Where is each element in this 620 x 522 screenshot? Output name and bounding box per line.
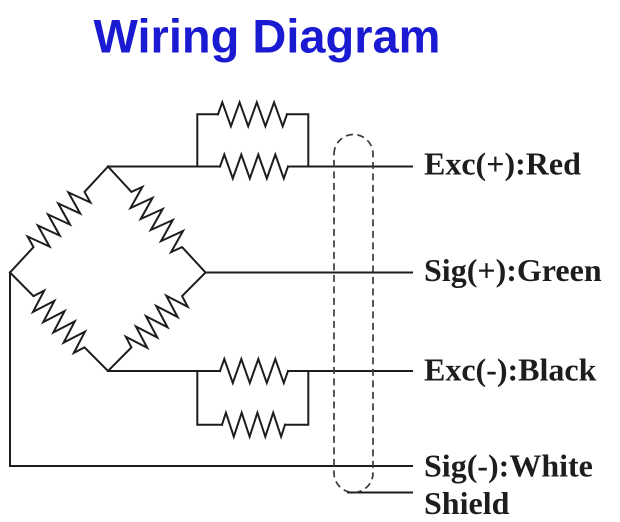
bottom-loop-right-branch bbox=[284, 370, 310, 426]
label-sig-minus: Sig(-):White bbox=[424, 448, 593, 484]
bridge-resistor-top-left-icon bbox=[8, 165, 110, 274]
top-parallel-resistor-icon bbox=[216, 99, 289, 130]
exc-plus-series-resistor-icon bbox=[218, 151, 290, 182]
top-loop-left-branch bbox=[196, 113, 219, 168]
label-sig-plus: Sig(+):Green bbox=[424, 252, 602, 288]
bridge-resistor-bottom-right-icon bbox=[106, 271, 207, 373]
bridge-resistor-top-right-icon bbox=[106, 165, 207, 274]
top-loop-right-branch bbox=[286, 113, 310, 168]
circuit-wires bbox=[8, 99, 413, 494]
bridge-resistor-bottom-left-icon bbox=[8, 271, 110, 373]
sig-minus-wire bbox=[9, 271, 413, 467]
bottom-parallel-resistor-icon bbox=[220, 409, 287, 440]
cable-sheath-outline-icon bbox=[333, 133, 374, 494]
page-title: Wiring Diagram bbox=[94, 10, 441, 63]
label-exc-minus: Exc(-):Black bbox=[424, 352, 597, 388]
exc-minus-series-resistor-icon bbox=[218, 356, 290, 387]
terminal-labels: Exc(+):Red Sig(+):Green Exc(-):Black Sig… bbox=[424, 146, 602, 522]
label-shield: Shield bbox=[424, 485, 510, 521]
bottom-loop-left-branch bbox=[196, 370, 223, 426]
label-exc-plus: Exc(+):Red bbox=[424, 146, 581, 182]
